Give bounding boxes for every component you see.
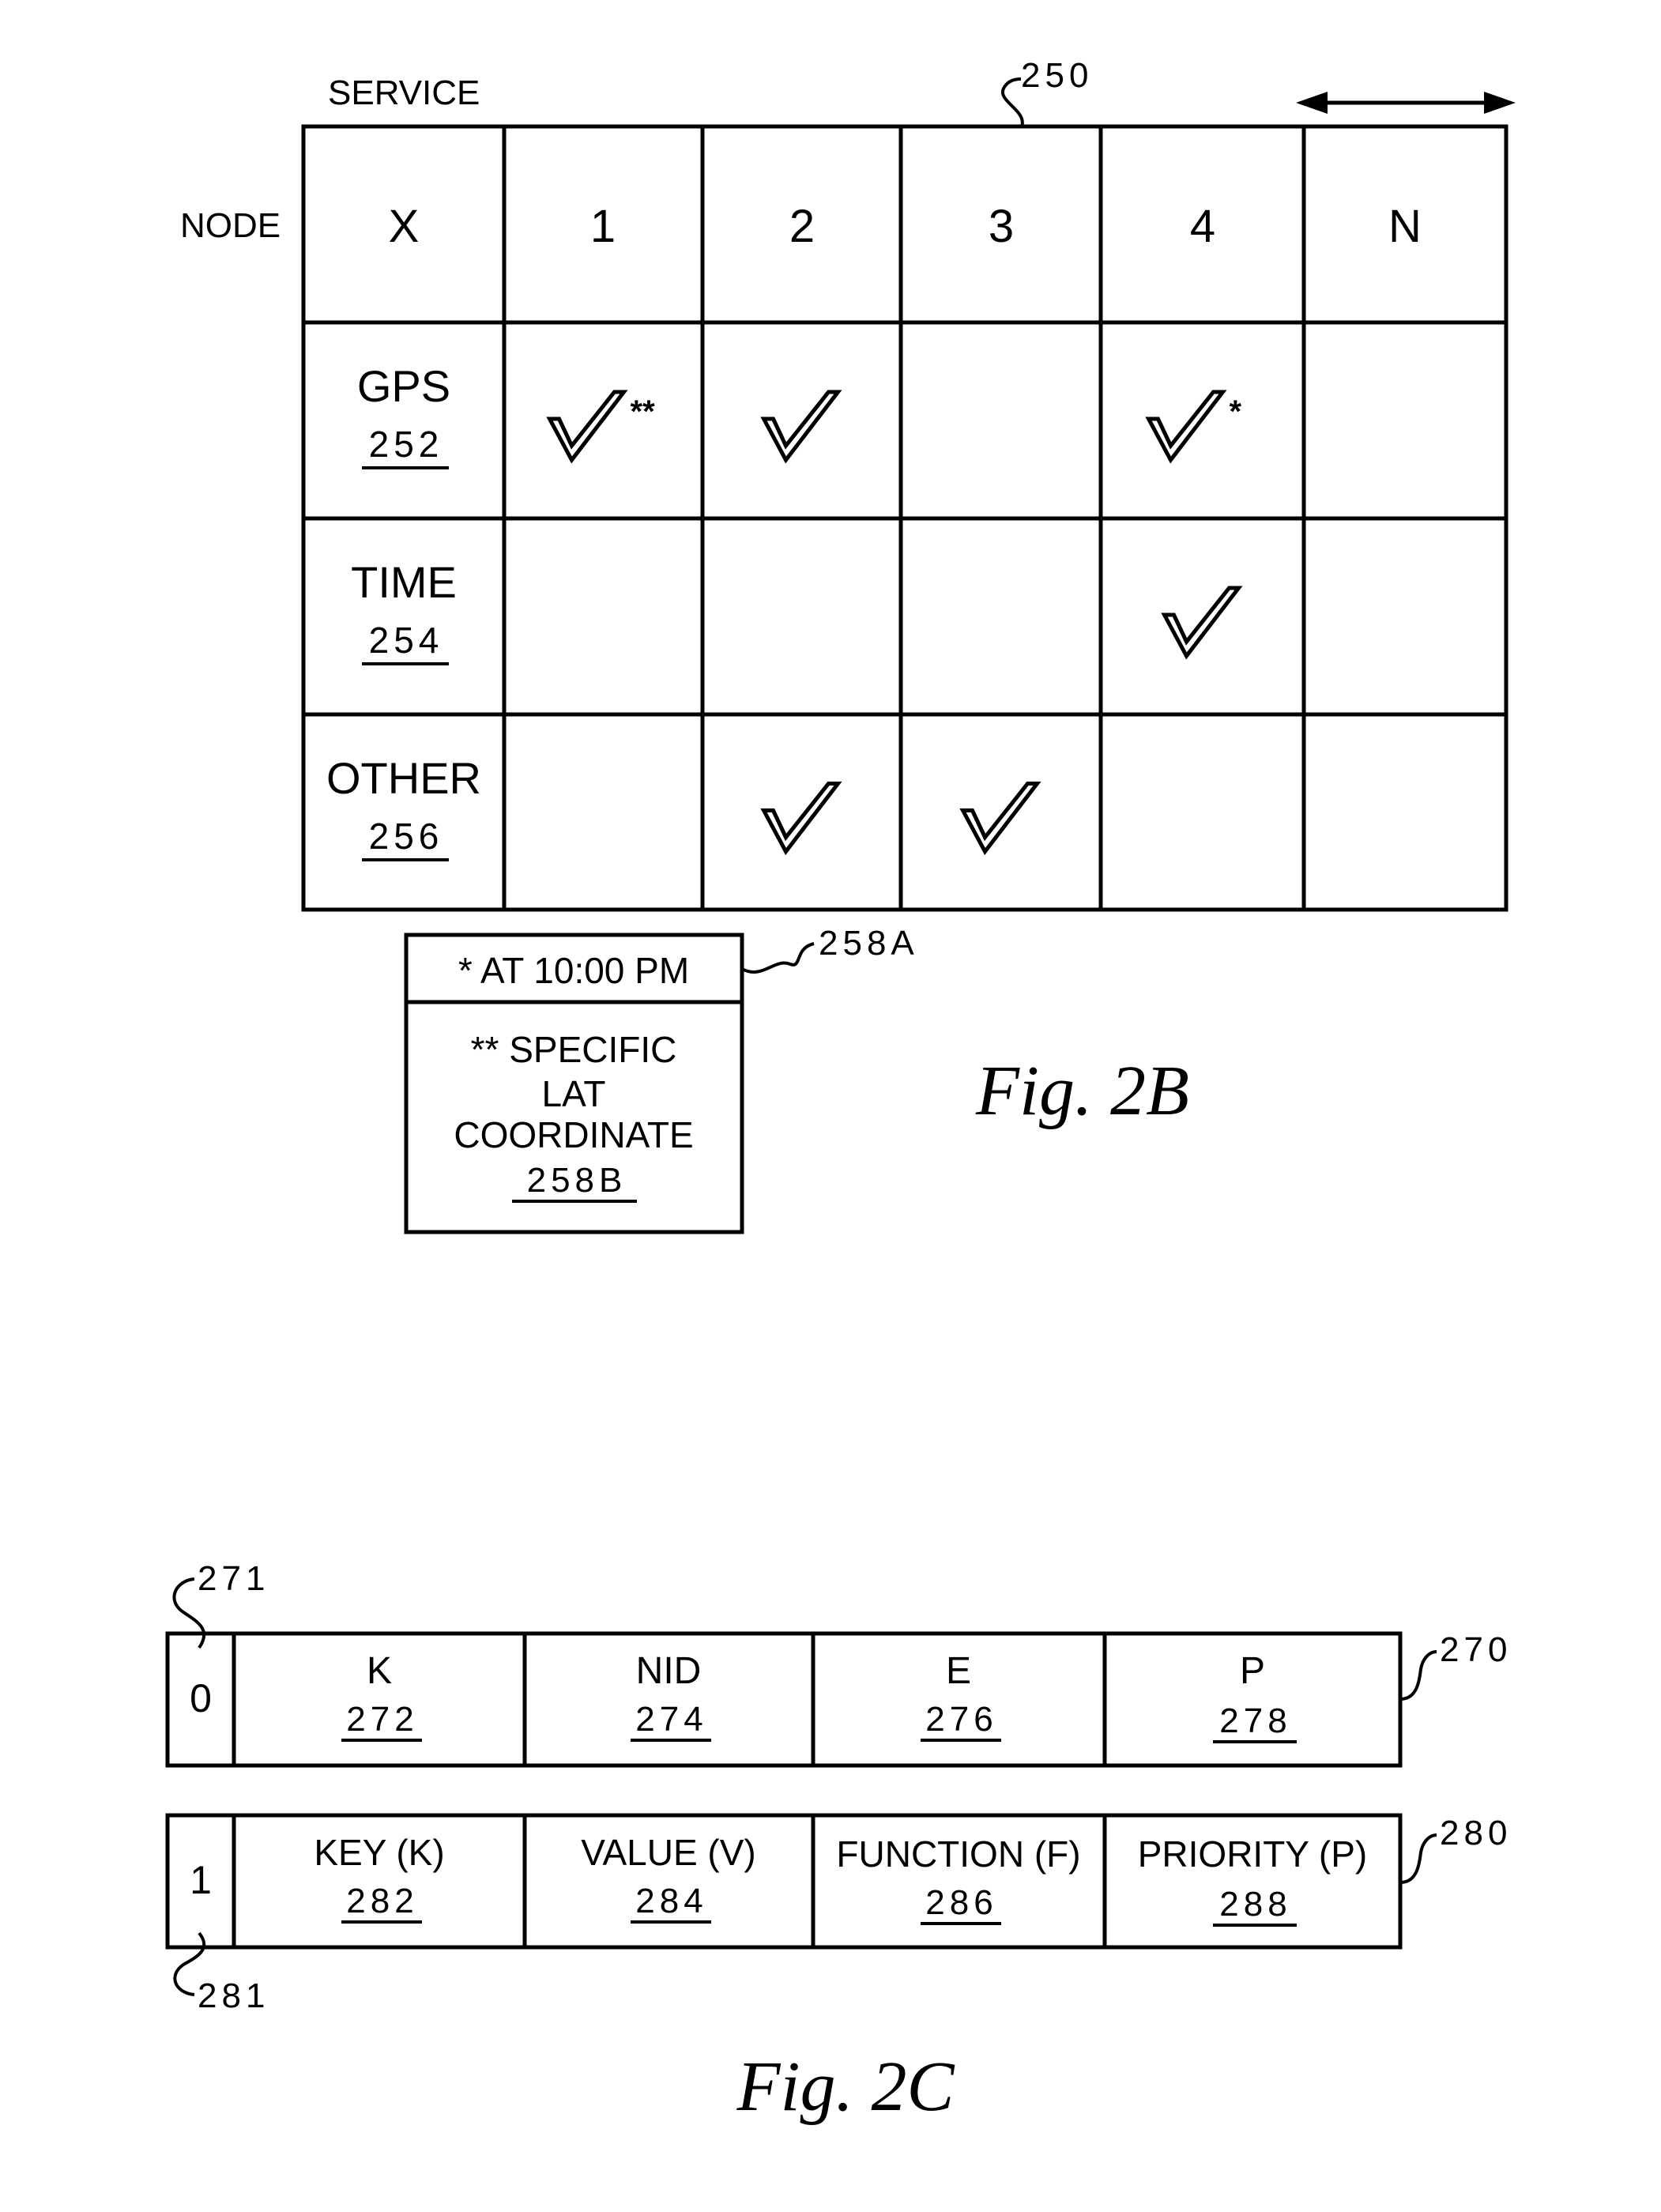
ref-250: 250	[1021, 56, 1093, 95]
field-name: E	[946, 1650, 971, 1692]
row-label-other: OTHER 256	[326, 753, 481, 860]
row-ref: 254	[369, 620, 444, 661]
fig-2c: 271 0 K 272 NID 274 E 276 P 278 270	[168, 1559, 1512, 2126]
field-ref: 272	[346, 1700, 418, 1739]
field-name: PRIORITY (P)	[1138, 1833, 1368, 1875]
note-b-line: COORDINATE	[454, 1114, 693, 1155]
note-b-ref: 258B	[527, 1161, 627, 1200]
note-box: * AT 10:00 PM ** SPECIFIC LAT COORDINATE…	[406, 935, 742, 1232]
field-ref: 286	[925, 1883, 997, 1922]
check-marks: ***	[550, 392, 1242, 852]
row-name: GPS	[357, 361, 450, 411]
check-icon	[764, 784, 838, 852]
ref-258a: 258A	[819, 924, 919, 963]
leader-250	[1003, 79, 1023, 126]
field-name: NID	[636, 1650, 702, 1692]
field-name: P	[1240, 1650, 1265, 1692]
record-flag: 1	[190, 1858, 212, 1902]
field-ref: 288	[1219, 1885, 1291, 1924]
field-ref: 274	[635, 1700, 707, 1739]
header-cell: 4	[1190, 201, 1215, 252]
ref-271: 271	[198, 1559, 269, 1598]
row-label-time: TIME 254	[351, 557, 457, 664]
check-icon	[1165, 588, 1239, 656]
node-label: NODE	[180, 206, 281, 245]
field-ref: 276	[925, 1700, 997, 1739]
header-cell: 1	[590, 201, 616, 252]
row-label-gps: GPS 252	[357, 361, 450, 468]
note-b-line: ** SPECIFIC	[471, 1029, 677, 1070]
table-header-row: X 1 2 3 4 N	[389, 201, 1422, 252]
header-cell: N	[1388, 201, 1422, 252]
record-280: 1 KEY (K) 282 VALUE (V) 284 FUNCTION (F)…	[168, 1815, 1400, 1947]
field-name: VALUE (V)	[581, 1832, 756, 1873]
field-ref: 278	[1219, 1701, 1291, 1740]
check-icon: *	[1149, 392, 1242, 460]
ref-270: 270	[1440, 1630, 1512, 1669]
check-icon	[963, 784, 1038, 852]
fig-2b: SERVICE NODE 250 X 1 2 3	[180, 56, 1516, 1232]
check-icon	[764, 392, 838, 460]
check-annotation: *	[1230, 394, 1242, 429]
figure-caption-2b: Fig. 2B	[975, 1052, 1189, 1130]
ref-280: 280	[1440, 1814, 1512, 1852]
record-270: 0 K 272 NID 274 E 276 P 278	[168, 1634, 1400, 1765]
leader-280	[1400, 1835, 1437, 1882]
header-cell: 3	[989, 201, 1014, 252]
service-node-table	[303, 126, 1506, 910]
field-ref: 282	[346, 1882, 418, 1920]
leader-258a	[742, 944, 814, 972]
note-a-text: * AT 10:00 PM	[458, 950, 689, 991]
header-cell: 2	[789, 201, 815, 252]
check-annotation: **	[631, 394, 656, 429]
ref-281: 281	[198, 1976, 269, 2015]
header-cell: X	[389, 201, 420, 252]
double-arrow-icon	[1296, 92, 1516, 114]
field-name: KEY (K)	[314, 1832, 444, 1873]
check-icon: **	[550, 392, 656, 460]
service-label: SERVICE	[328, 73, 480, 112]
row-ref: 252	[369, 424, 444, 465]
leader-270	[1400, 1652, 1437, 1699]
field-name: K	[367, 1650, 392, 1692]
row-name: TIME	[351, 557, 457, 607]
field-name: FUNCTION (F)	[836, 1833, 1080, 1875]
figure-caption-2c: Fig. 2C	[736, 2048, 955, 2126]
field-ref: 284	[635, 1882, 707, 1920]
record-flag: 0	[190, 1676, 212, 1720]
row-name: OTHER	[326, 753, 481, 803]
row-ref: 256	[369, 816, 444, 857]
note-b-line: LAT	[542, 1073, 606, 1114]
